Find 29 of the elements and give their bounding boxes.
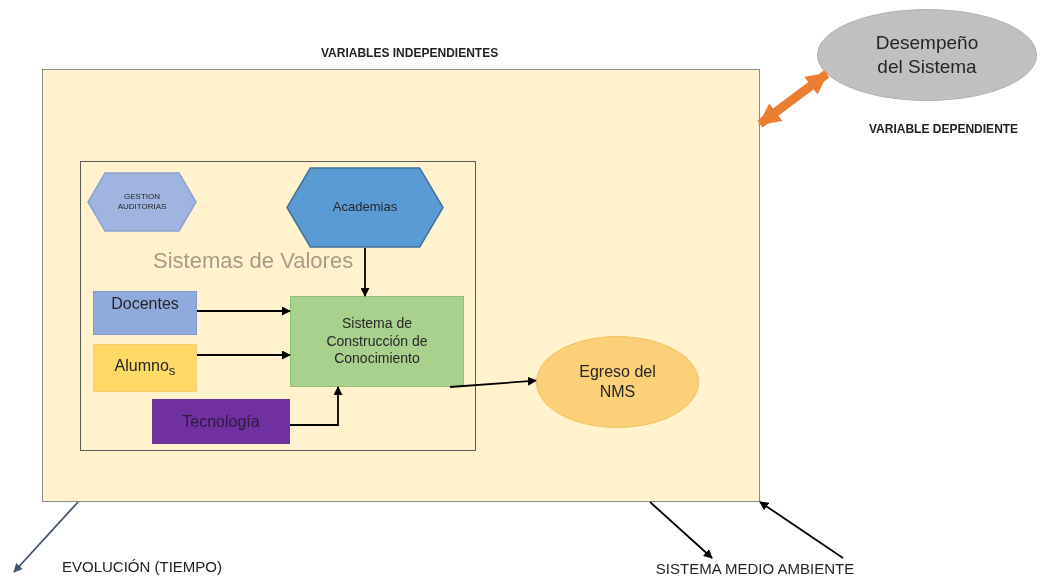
arrow <box>360 247 370 297</box>
caption-text: VARIABLE DEPENDIENTE <box>869 122 1019 136</box>
node-label: Egreso del NMS <box>578 362 657 402</box>
node-label: SISTEMA MEDIO AMBIENTE <box>655 559 855 579</box>
arrow <box>196 306 291 316</box>
box-heading: VARIABLES INDEPENDIENTES <box>321 46 499 60</box>
arrow <box>649 501 713 559</box>
arrow <box>289 386 343 426</box>
node-label: Docentes <box>111 294 179 314</box>
hexagon-node <box>87 172 197 232</box>
process-box <box>290 296 464 387</box>
subsystem-box <box>80 161 476 451</box>
process-box <box>93 344 197 392</box>
node-label: Academias <box>332 199 398 216</box>
box-heading: Sistemas de Valores <box>153 248 354 274</box>
node-label: Sistema de Construcción de Conocimiento <box>325 315 429 368</box>
arrow <box>196 350 291 360</box>
arrow <box>13 501 79 573</box>
node-label: Desempeño del Sistema <box>874 31 980 79</box>
node-label: Tecnología <box>182 411 260 432</box>
node-label: GESTION AUDITORIAS <box>116 192 168 212</box>
process-box <box>93 291 197 335</box>
annotation-text: EVOLUCIÓN (TIEMPO) <box>62 558 222 575</box>
arrow <box>759 501 844 559</box>
arrow <box>449 376 537 388</box>
process-box <box>152 399 290 444</box>
hexagon-node <box>286 167 444 248</box>
node-label: Alumno$_{s}$ <box>114 356 176 380</box>
double-arrow <box>757 70 830 128</box>
